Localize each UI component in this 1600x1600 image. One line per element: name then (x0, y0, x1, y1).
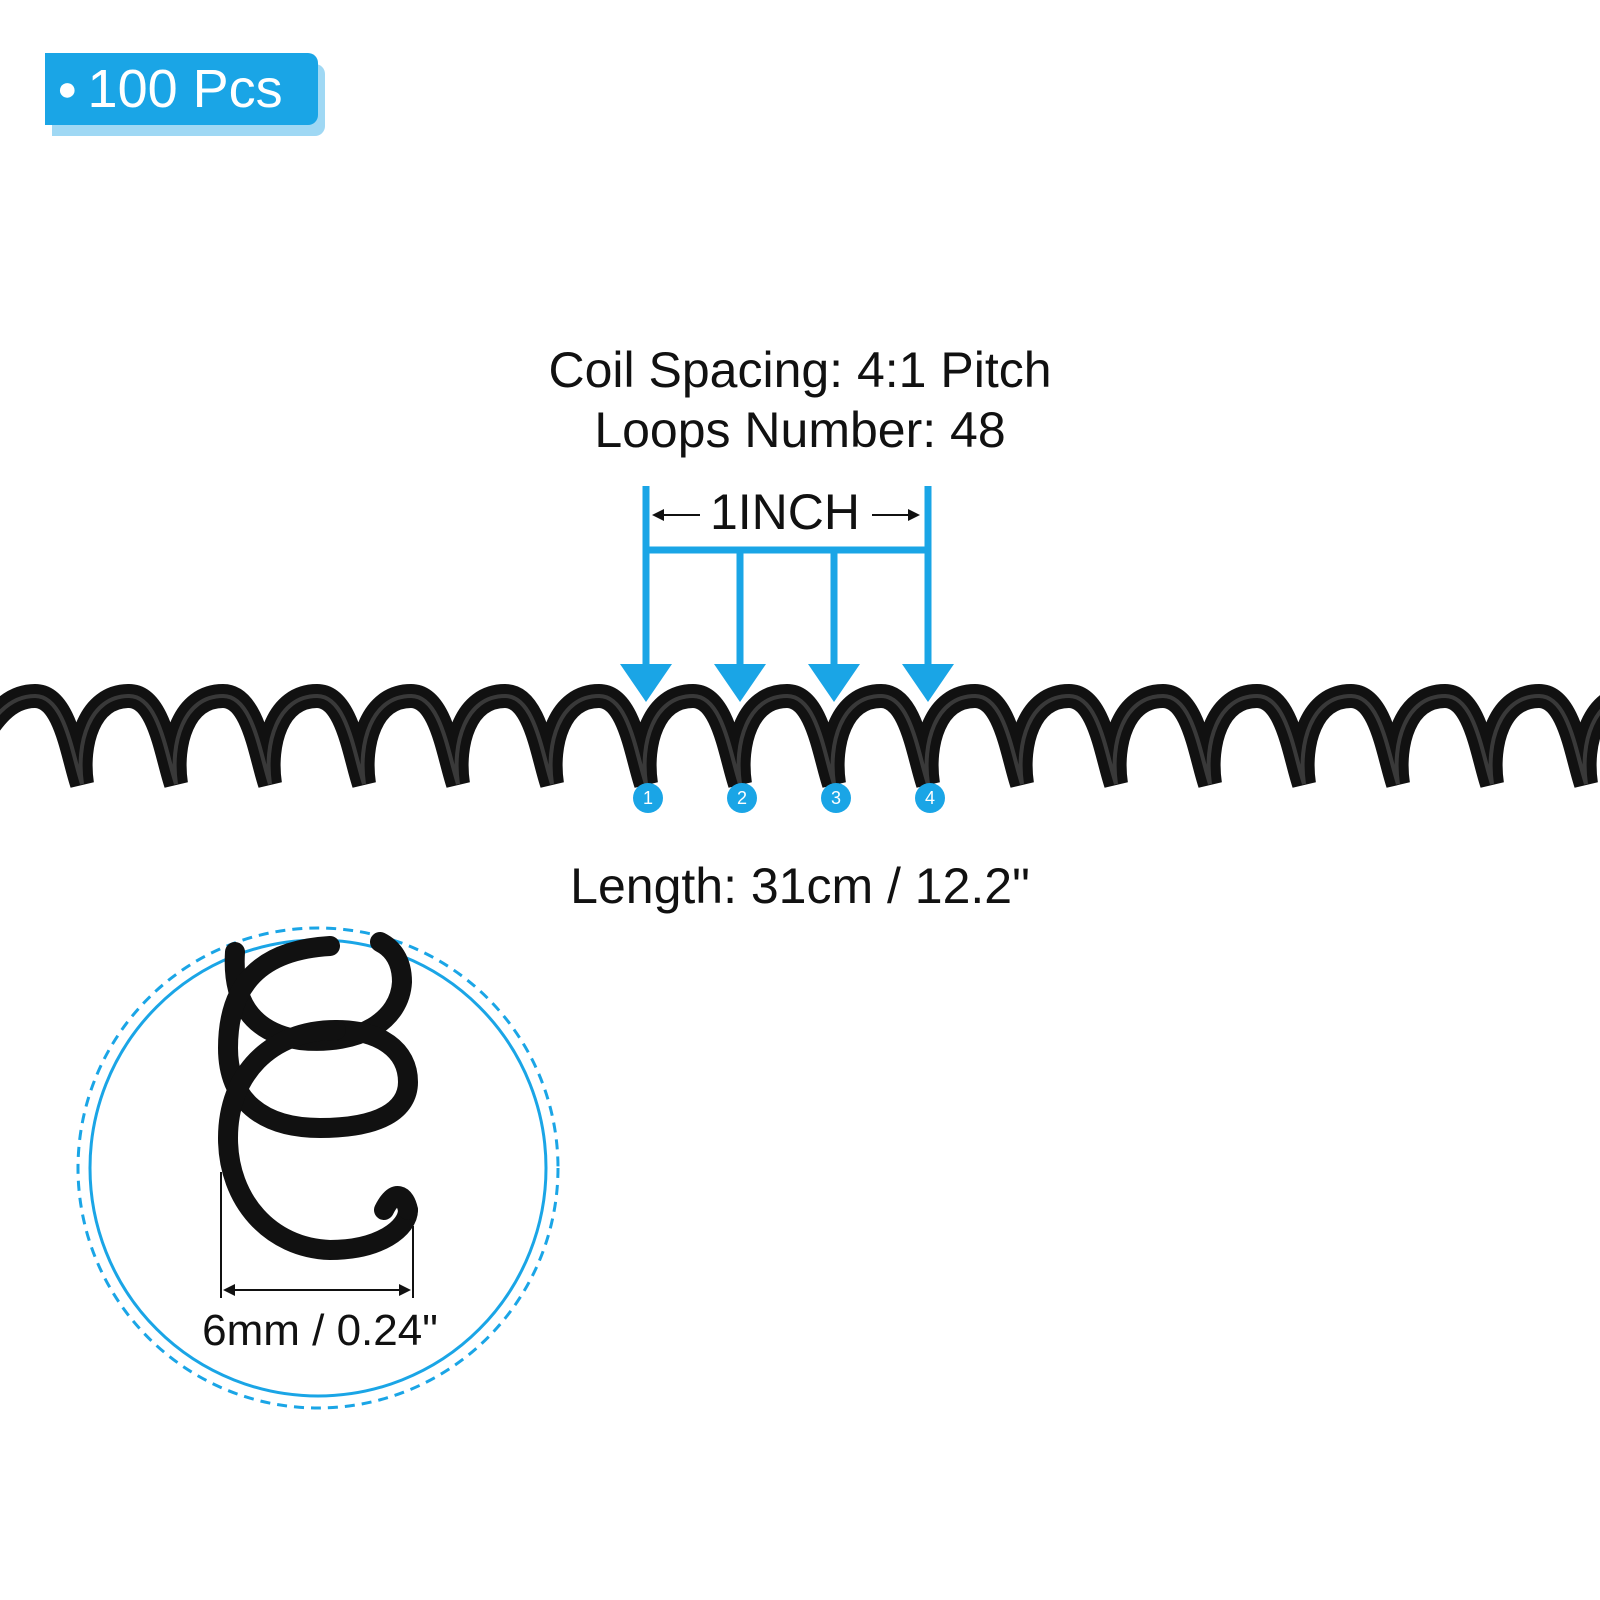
loops-number-text: Loops Number: 48 (594, 402, 1006, 458)
quantity-text: 100 Pcs (87, 59, 283, 119)
pitch-bracket (642, 486, 932, 672)
coil-spacing-text: Coil Spacing: 4:1 Pitch (548, 342, 1052, 398)
pitch-marker-3: 3 (821, 783, 851, 813)
coil-spring (0, 683, 1600, 788)
inch-label: 1INCH (709, 484, 861, 540)
diameter-label: 6mm / 0.24" (202, 1306, 438, 1355)
detail-coil (217, 932, 419, 1261)
quantity-badge: ● 100 Pcs (45, 53, 318, 125)
pitch-marker-4: 4 (915, 783, 945, 813)
diameter-dimension (220, 1172, 414, 1298)
pitch-arrowheads (620, 664, 954, 702)
pitch-marker-2: 2 (727, 783, 757, 813)
pitch-marker-1: 1 (633, 783, 663, 813)
length-text: Length: 31cm / 12.2" (570, 858, 1030, 914)
bullet-icon: ● (57, 69, 78, 108)
